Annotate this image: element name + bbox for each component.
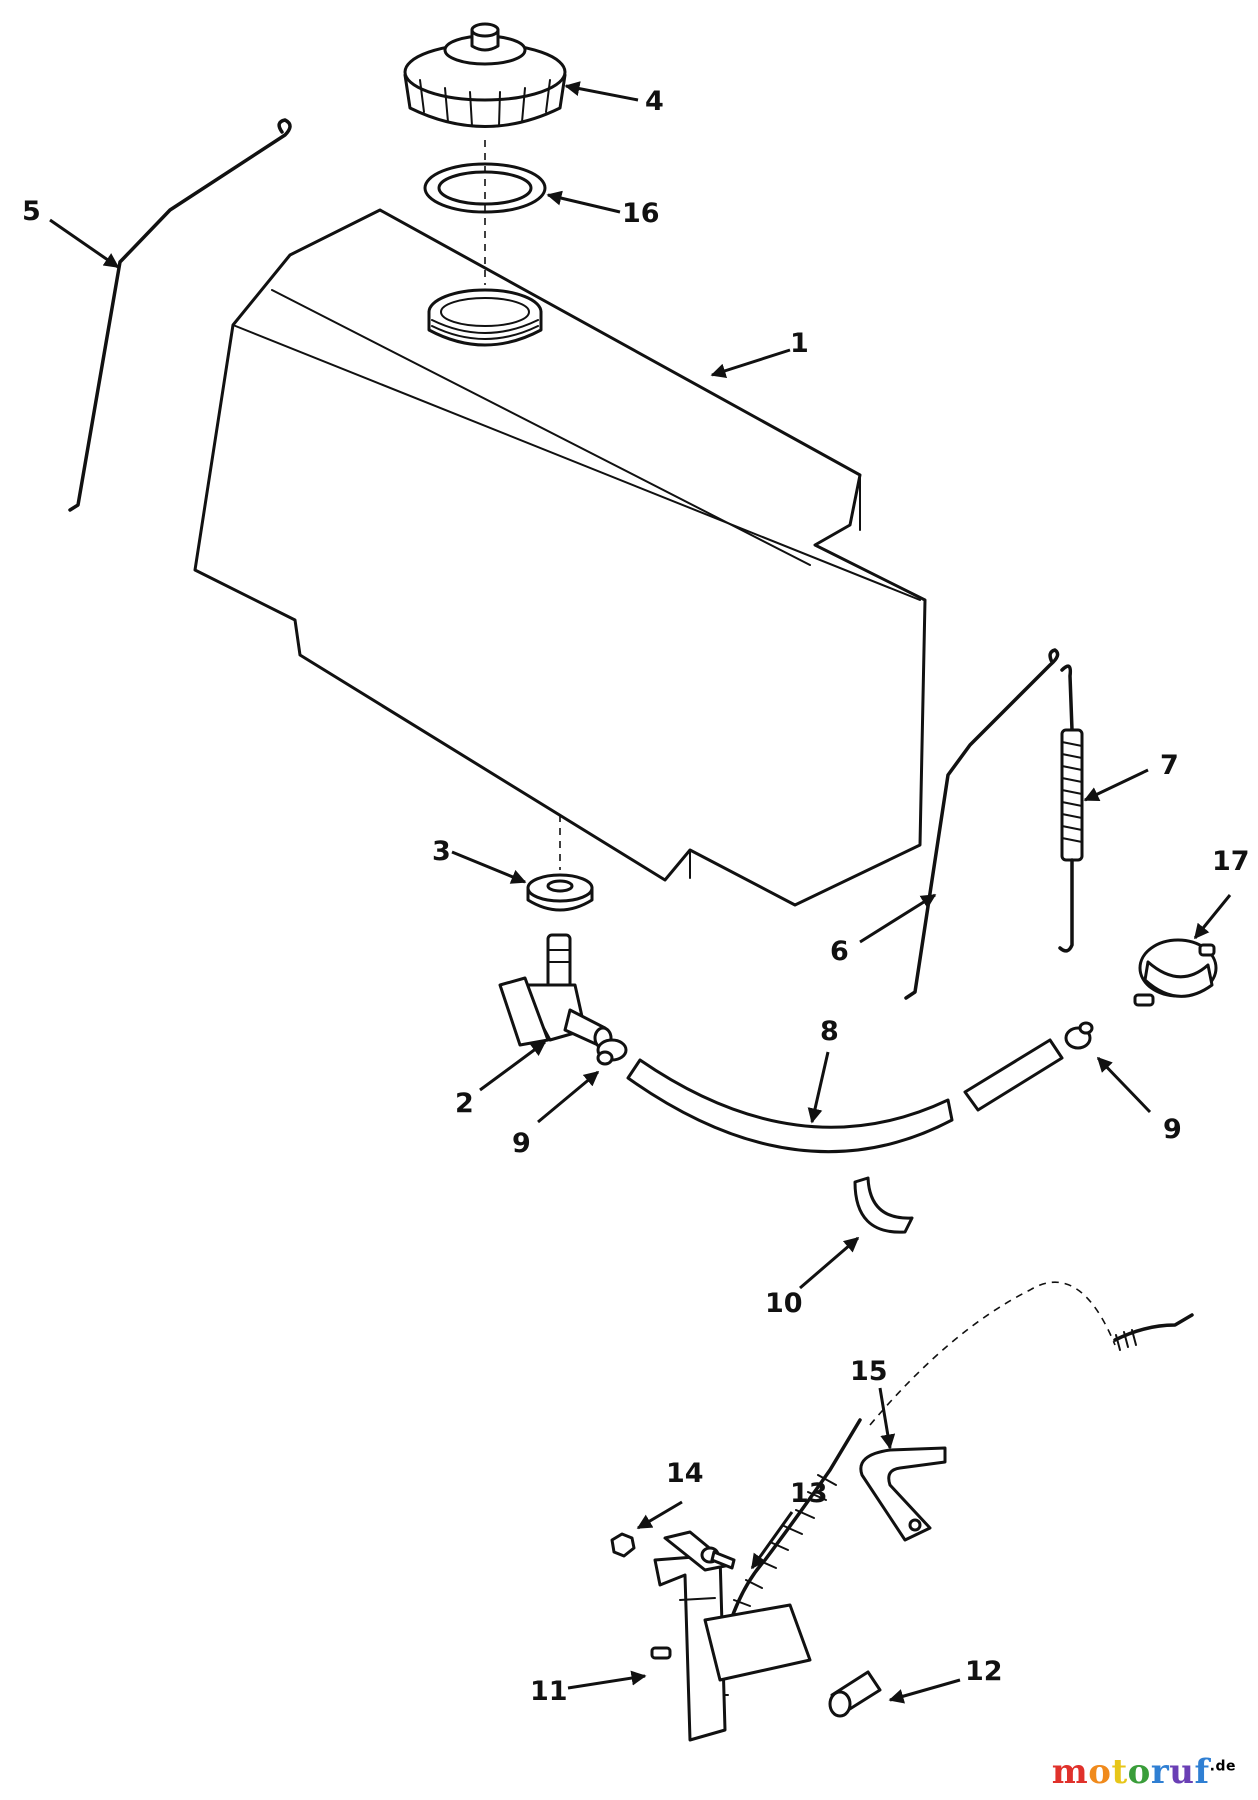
fuel-filter [1133,938,1218,1007]
bushing [526,873,594,912]
fuel-tank [193,208,927,907]
callout-2: 2 [455,1088,474,1119]
callout-14: 14 [666,1458,704,1489]
watermark-suffix: .de [1209,1758,1236,1775]
callout-arrows [49,81,1232,1704]
watermark-letter: r [1150,1752,1170,1792]
callout-13: 13 [790,1478,828,1509]
callout-6: 6 [830,936,849,967]
callout-16: 16 [622,198,660,229]
fuel-cap [403,22,567,128]
watermark-letter: o [1088,1752,1112,1792]
hose-clamp-right [1064,1021,1094,1050]
watermark-letter: o [1127,1752,1151,1792]
callout-17: 17 [1212,846,1250,877]
callout-7: 7 [1160,750,1179,781]
fuel-line [626,1038,1064,1154]
screw [700,1546,736,1570]
hose-clip [853,1176,914,1234]
shutoff-valve [498,933,613,1050]
callout-10: 10 [765,1288,803,1319]
watermark-logo: motoruf.de [1052,1752,1236,1792]
callout-11: 11 [530,1676,568,1707]
cable-clamp [859,1446,947,1542]
watermark-letters: motoruf [1052,1752,1210,1792]
callout-1: 1 [790,328,809,359]
callout-8: 8 [820,1016,839,1047]
watermark-letter: u [1169,1752,1195,1792]
watermark-letter: m [1051,1752,1089,1792]
nut [610,1532,636,1558]
tank-rod-left [68,118,292,512]
throttle-knob [828,1670,882,1718]
callout-3: 3 [432,836,451,867]
watermark-letter: t [1111,1752,1128,1792]
callout-9-right: 9 [1163,1114,1182,1145]
spring [1058,664,1084,953]
gasket [423,162,547,214]
callout-9-left: 9 [512,1128,531,1159]
callout-15: 15 [850,1356,888,1387]
callout-4: 4 [645,86,664,117]
hose-clamp-left [596,1038,628,1066]
callout-5: 5 [22,196,41,227]
callout-labels: 1 2 3 4 5 6 7 8 9 9 10 11 12 13 14 15 16… [22,86,1250,1707]
callout-12: 12 [965,1656,1003,1687]
tank-rod-right [904,648,1060,1000]
watermark-letter: f [1194,1752,1210,1792]
